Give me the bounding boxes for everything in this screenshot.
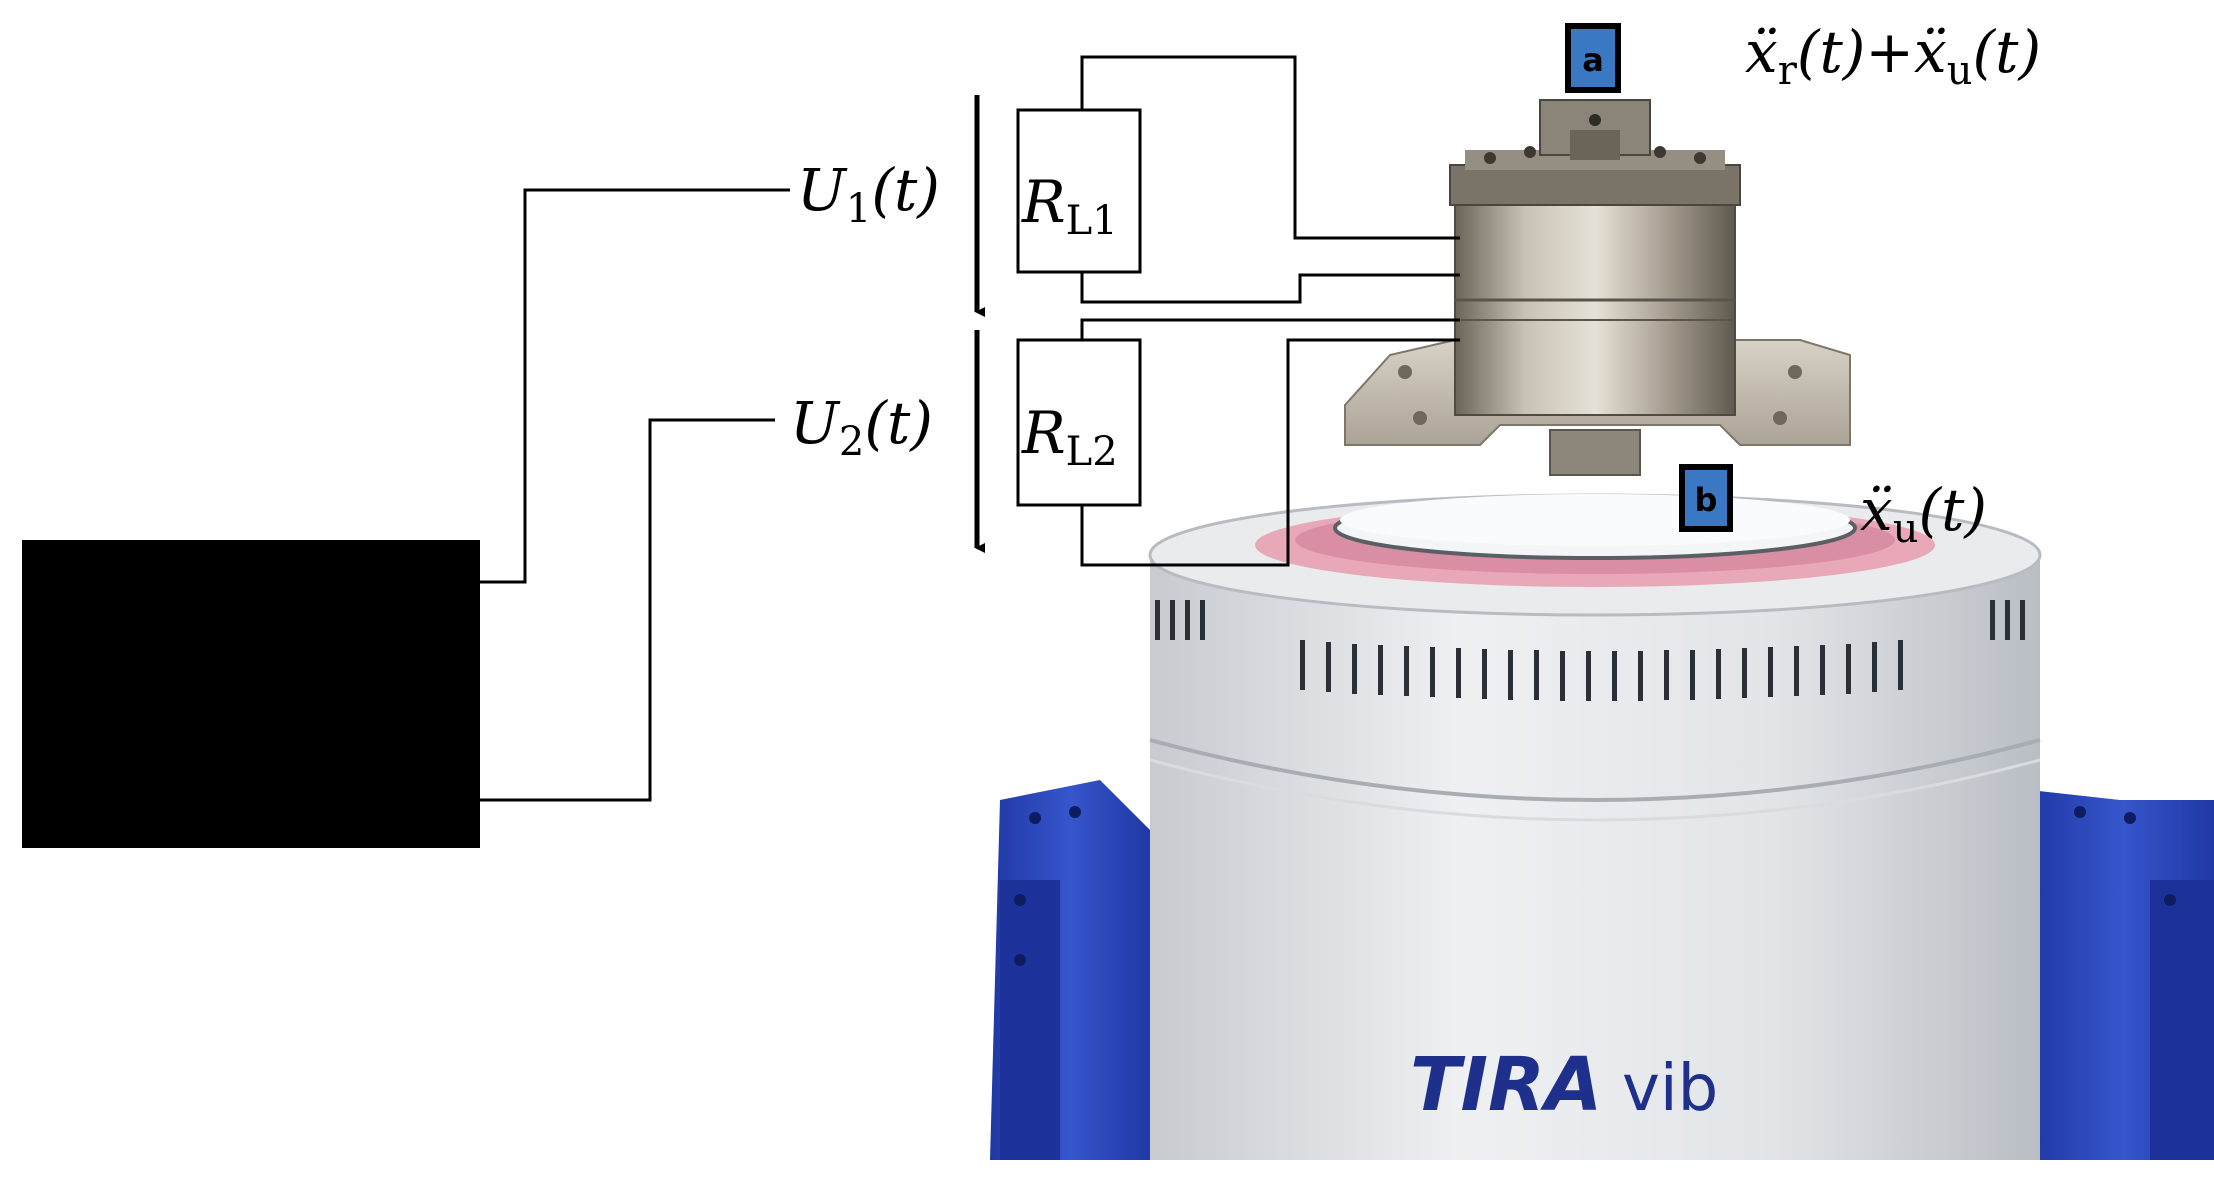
accel-top-x2-sub: u — [1947, 48, 1973, 94]
label-accel-bottom: ẍu(t) — [1860, 476, 1987, 552]
wire-rl2-bottom — [1080, 338, 1460, 567]
device-cylinder — [1454, 199, 1736, 416]
wire-rl1-bottom — [1080, 272, 1460, 304]
vent-slots — [1155, 600, 2025, 701]
accel-top-x1-arg: (t) — [1797, 18, 1866, 86]
brand-tira: TIRA — [1410, 1042, 1602, 1128]
resistor-rl2 — [1016, 338, 1142, 507]
harvester-device — [1344, 99, 1851, 476]
wire-u2 — [480, 418, 775, 802]
label-rl1-main: R — [1021, 168, 1066, 236]
resistor-rl1 — [1016, 108, 1142, 274]
sensor-a-label: a — [1582, 41, 1604, 79]
wires — [480, 55, 1460, 802]
sensor-b: b — [1679, 464, 1733, 532]
wire-u1 — [480, 188, 790, 584]
shaker-frame-left — [990, 780, 1150, 1160]
accel-top-x2-arg: (t) — [1973, 18, 2042, 86]
wire-rl1-top — [1080, 55, 1460, 240]
label-rl1-sub: L1 — [1066, 198, 1118, 244]
accel-bottom-x-arg: (t) — [1918, 476, 1987, 544]
accel-top-x2: ẍ — [1914, 18, 1947, 86]
shaker-body: TIRA vib — [1148, 493, 2042, 1160]
accel-top-plus: + — [1865, 18, 1914, 86]
label-accel-top: ẍr(t)+ẍu(t) — [1745, 18, 2041, 94]
wire-rl2-top — [1080, 318, 1460, 340]
sensor-a: a — [1565, 23, 1621, 93]
label-u2-arg: (t) — [864, 389, 933, 457]
accel-bottom-x-sub: u — [1893, 506, 1919, 552]
accel-top-x1: ẍ — [1745, 18, 1778, 86]
measurement-unit-box — [22, 540, 480, 848]
label-rl2-main: R — [1021, 399, 1066, 467]
label-u1-main: U — [797, 156, 848, 224]
label-rl1: RL1 — [1021, 168, 1118, 244]
brand-vib: vib — [1622, 1052, 1718, 1126]
accel-top-x1-sub: r — [1778, 48, 1798, 94]
label-rl2-sub: L2 — [1066, 429, 1118, 475]
label-u1-arg: (t) — [871, 156, 940, 224]
label-u1: U1(t) — [797, 156, 940, 232]
shaker-assembly: TIRA vib — [990, 23, 2214, 1160]
label-u2-sub: 2 — [839, 419, 864, 465]
label-u2: U2(t) — [790, 389, 933, 465]
label-u1-sub: 1 — [846, 186, 871, 232]
accel-bottom-x: ẍ — [1860, 476, 1893, 544]
label-u2-main: U — [790, 389, 841, 457]
sensor-b-label: b — [1695, 481, 1718, 519]
shaker-frame-right — [2030, 790, 2214, 1160]
label-rl2: RL2 — [1021, 399, 1118, 475]
